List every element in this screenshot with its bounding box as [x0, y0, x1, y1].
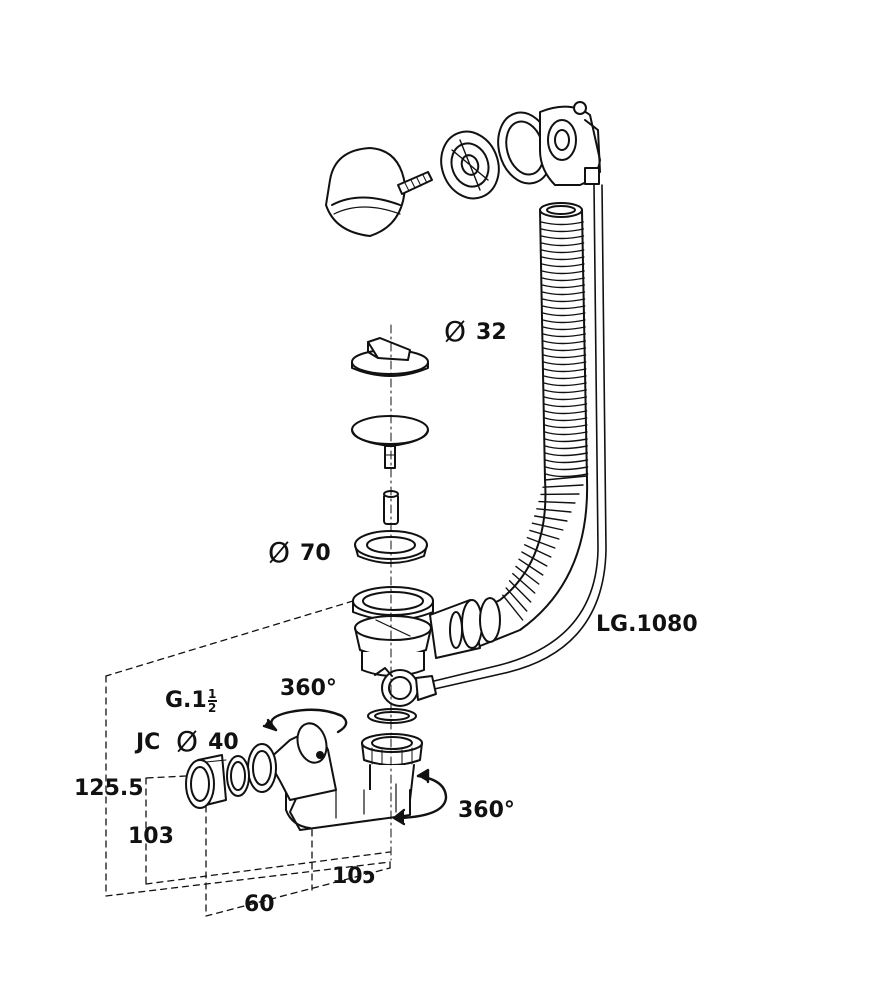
rotation-arrow-top [262, 708, 348, 734]
outlet-nut [185, 754, 227, 809]
dim-total-height: 125.5 [74, 776, 144, 801]
overflow-rosette [440, 130, 500, 200]
popup-knob [351, 337, 429, 377]
waste-diameter-value: 70 [300, 541, 331, 566]
cable-length-label: LG.1080 [596, 612, 698, 637]
hose-connector [429, 597, 501, 659]
waste-diameter-label: Ø 70 [268, 537, 331, 567]
dimension-lines [105, 600, 391, 917]
jc-diameter-label: JC Ø 40 [136, 726, 239, 756]
rotation-label-side: 360° [458, 798, 515, 823]
waste-body [352, 586, 434, 677]
thread-fraction-den: 2 [208, 701, 217, 715]
overflow-diameter-value: 32 [476, 320, 507, 345]
outlet-elbow [247, 722, 337, 801]
trap-nut [361, 733, 423, 768]
plug-cover [351, 415, 429, 469]
dim-width-100: 10ɔ [332, 864, 376, 889]
jc-value: 40 [208, 730, 239, 755]
outlet-washer [226, 755, 250, 797]
diameter-symbol: Ø [268, 536, 291, 569]
diameter-symbol: Ø [176, 725, 199, 758]
overflow-body [497, 101, 601, 186]
trap-body [285, 764, 415, 831]
dim-outlet-height: 103 [128, 824, 174, 849]
jc-prefix: JC [136, 730, 161, 755]
thread-prefix: G.1 [165, 688, 207, 713]
rotation-label-top: 360° [280, 676, 337, 701]
dim-width-60: 60 [244, 892, 275, 917]
corrugated-hose [469, 202, 589, 649]
overflow-screw [397, 171, 433, 195]
sealing-ring [367, 708, 417, 724]
overflow-diameter-label: Ø 32 [444, 316, 507, 346]
diameter-symbol: Ø [444, 315, 467, 348]
control-cable [429, 184, 607, 691]
thread-fraction-num: 1 [208, 687, 217, 701]
overflow-cap [325, 147, 406, 237]
rotation-arrow-side [392, 768, 448, 826]
